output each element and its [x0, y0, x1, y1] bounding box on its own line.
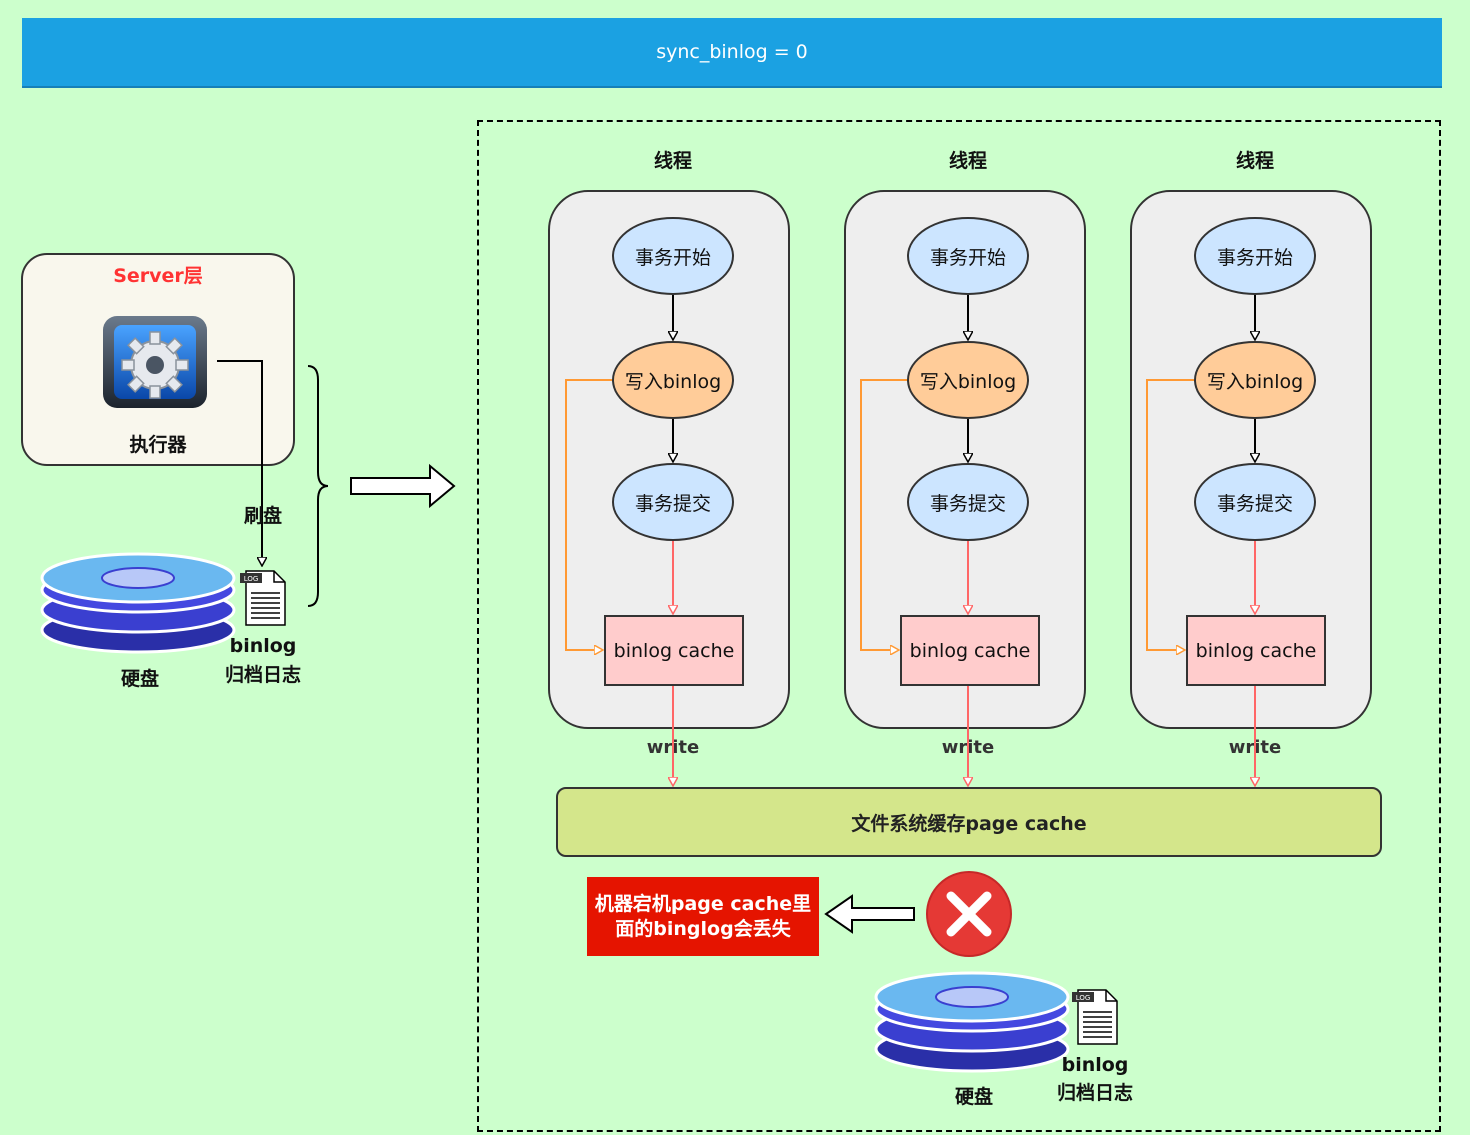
crash-message-box: 机器宕机page cache里 面的binglog会丢失 — [587, 877, 819, 956]
big-arrow-left — [824, 894, 915, 934]
crash-line-1: 机器宕机page cache里 — [594, 892, 812, 915]
left-log-name: binlog — [229, 635, 297, 657]
bottom-log-file-icon: LOG — [1072, 989, 1118, 1045]
bottom-log-desc: 归档日志 — [1056, 1082, 1133, 1104]
left-disk-label: 硬盘 — [120, 668, 159, 690]
flush-line — [217, 360, 262, 565]
write-binlog-node: 写入binlog — [1194, 341, 1316, 419]
thread-title: 线程 — [948, 150, 987, 172]
write-label: write — [941, 737, 995, 758]
bottom-log-name: binlog — [1061, 1054, 1129, 1076]
thread-title: 线程 — [1235, 150, 1274, 172]
page-cache-label: 文件系统缓存page cache — [851, 812, 1087, 835]
server-layer-title: Server层 — [113, 265, 203, 287]
transaction-commit-node: 事务提交 — [612, 463, 734, 541]
threads-container — [477, 120, 1441, 1132]
crash-line-2: 面的binglog会丢失 — [615, 917, 791, 940]
thread-title: 线程 — [653, 150, 692, 172]
transaction-commit-node: 事务提交 — [907, 463, 1029, 541]
write-binlog-node: 写入binlog — [907, 341, 1029, 419]
bottom-disk-label: 硬盘 — [954, 1086, 993, 1108]
write-label: write — [646, 737, 700, 758]
write-label: write — [1228, 737, 1282, 758]
svg-text:LOG: LOG — [1076, 994, 1091, 1002]
flush-label: 刷盘 — [243, 505, 282, 527]
transaction-commit-node: 事务提交 — [1194, 463, 1316, 541]
left-disk-icon — [40, 552, 236, 654]
disk-stack — [40, 552, 236, 654]
big-arrow-right — [350, 463, 456, 509]
binlog-cache-box: binlog cache — [604, 615, 744, 686]
binlog-cache-box: binlog cache — [900, 615, 1040, 686]
brace — [307, 365, 329, 607]
executor-label: 执行器 — [129, 434, 187, 456]
header-title: sync_binlog = 0 — [656, 41, 808, 63]
header-bar: sync_binlog = 0 — [22, 18, 1442, 88]
page-cache-bar: 文件系统缓存page cache — [556, 787, 1382, 857]
left-log-desc: 归档日志 — [224, 664, 301, 686]
transaction-start-node: 事务开始 — [907, 217, 1029, 295]
transaction-start-node: 事务开始 — [1194, 217, 1316, 295]
binlog-cache-box: binlog cache — [1186, 615, 1326, 686]
transaction-start-node: 事务开始 — [612, 217, 734, 295]
bottom-disk-icon — [874, 971, 1070, 1073]
log-file-icon: LOG — [240, 570, 286, 626]
error-x-icon — [926, 871, 1012, 957]
svg-text:LOG: LOG — [244, 575, 259, 583]
gear-icon — [103, 316, 207, 408]
write-binlog-node: 写入binlog — [612, 341, 734, 419]
